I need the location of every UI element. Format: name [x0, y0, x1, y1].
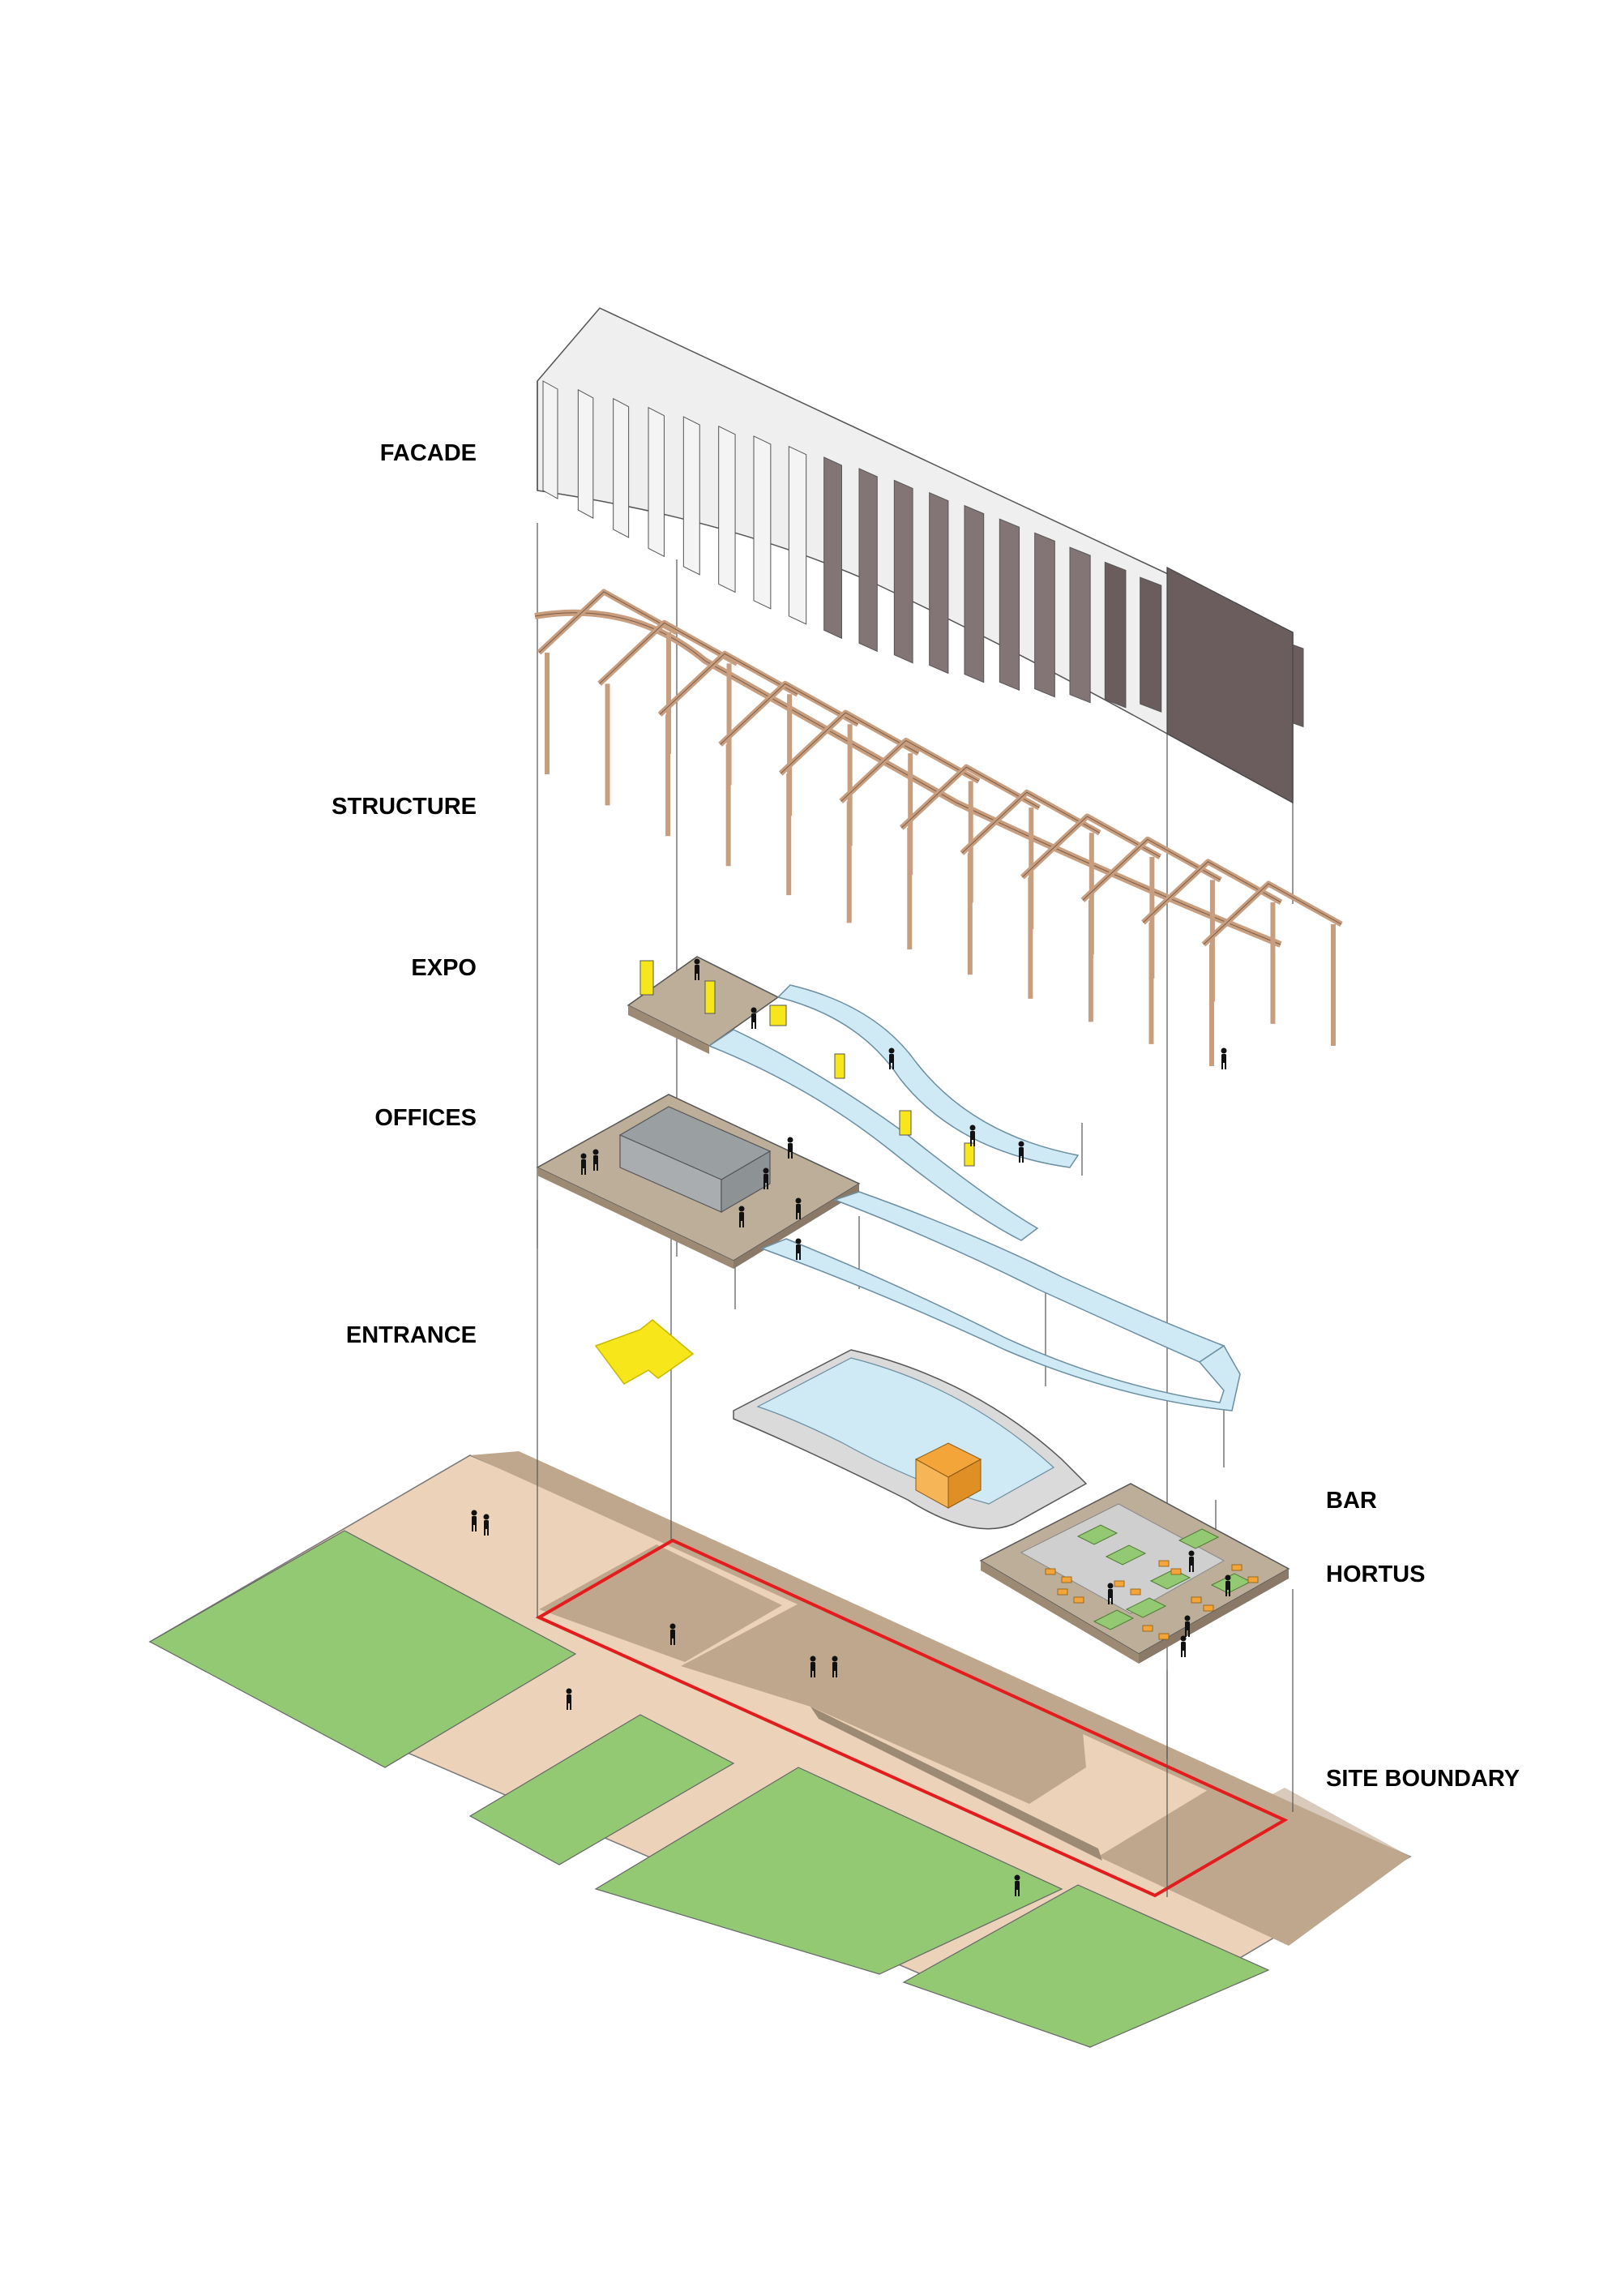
person-icon	[795, 1238, 802, 1260]
person-icon	[810, 1656, 816, 1677]
label-expo: EXPO	[411, 955, 477, 981]
exhibit-panel	[899, 1110, 912, 1136]
facade-fin	[788, 445, 807, 625]
planting-bed	[1125, 1597, 1167, 1618]
table-chair	[1114, 1580, 1125, 1587]
person-icon	[1221, 1047, 1227, 1069]
table-chair	[1073, 1596, 1084, 1604]
person-icon	[738, 1206, 745, 1227]
facade-fin	[542, 380, 558, 499]
person-icon	[580, 1153, 587, 1175]
facade-fin	[613, 397, 630, 538]
facade-fin	[718, 425, 736, 593]
expo-layer	[627, 956, 1080, 1241]
entrance-arrow-icon	[594, 1319, 695, 1385]
facade-fin	[577, 388, 594, 519]
person-icon	[669, 1623, 676, 1645]
grass-field-middle	[468, 1714, 735, 1866]
timber-frame	[1201, 880, 1343, 1066]
facade-fin	[753, 435, 772, 610]
person-icon	[1225, 1574, 1231, 1596]
bar-hortus-layer	[733, 1349, 1290, 1664]
table-chair	[1045, 1568, 1056, 1575]
person-icon	[763, 1167, 769, 1189]
label-bar: BAR	[1326, 1488, 1377, 1514]
person-icon	[751, 1007, 757, 1029]
table-chair	[1057, 1588, 1068, 1596]
table-chair	[1231, 1564, 1242, 1571]
table-chair	[1158, 1560, 1170, 1567]
projection-lines	[537, 523, 1294, 1897]
facade-fin	[893, 479, 913, 664]
facade-fin	[1104, 561, 1127, 709]
site-boundary-outline	[535, 1538, 1289, 1898]
facade-layer	[537, 307, 1304, 804]
person-icon	[787, 1137, 793, 1159]
person-icon	[1018, 1141, 1024, 1163]
site-ground	[148, 1451, 1412, 2048]
grass-field-west	[148, 1530, 577, 1768]
label-hortus: HORTUS	[1326, 1561, 1425, 1587]
table-chair	[1158, 1633, 1170, 1640]
layer-labels: FACADE STRUCTURE EXPO OFFICES ENTRANCE B…	[331, 440, 1520, 1792]
planting-bed	[1076, 1524, 1118, 1545]
person-icon	[1184, 1615, 1191, 1637]
person-icon	[694, 958, 700, 980]
facade-fin	[648, 406, 665, 558]
table-chair	[1170, 1568, 1182, 1575]
exhibit-panel	[964, 1142, 975, 1167]
grass-field-east	[902, 1884, 1270, 2048]
label-entrance: ENTRANCE	[346, 1322, 477, 1348]
exhibit-panel	[704, 980, 716, 1014]
person-icon	[969, 1124, 976, 1146]
label-offices: OFFICES	[374, 1105, 477, 1131]
structure-layer	[534, 589, 1343, 1066]
exhibit-panel	[769, 1004, 787, 1026]
timber-frame	[1141, 859, 1283, 1044]
offices-layer	[536, 1094, 1241, 1411]
person-icon	[471, 1510, 477, 1531]
person-icon	[1014, 1874, 1020, 1896]
table-chair	[1203, 1604, 1214, 1612]
person-icon	[483, 1514, 490, 1536]
person-icon	[1107, 1583, 1114, 1604]
facade-fin	[1034, 532, 1055, 698]
person-icon	[592, 1149, 599, 1171]
table-chair	[1061, 1576, 1072, 1583]
planting-bed	[1178, 1528, 1220, 1549]
facade-fin	[999, 518, 1020, 692]
facade-fin	[964, 504, 985, 683]
label-facade: FACADE	[380, 440, 477, 466]
person-icon	[1180, 1635, 1187, 1657]
person-icon	[832, 1656, 838, 1677]
people-figures	[471, 958, 1231, 1896]
person-icon	[566, 1688, 572, 1710]
label-structure: STRUCTURE	[331, 794, 477, 820]
table-chair	[1247, 1576, 1259, 1583]
planting-bed	[1105, 1544, 1147, 1566]
bar-counter	[914, 1442, 982, 1509]
facade-fin	[858, 468, 878, 653]
facade-fin	[1140, 576, 1162, 713]
facade-fin	[929, 491, 949, 675]
person-icon	[1188, 1550, 1195, 1572]
table-chair	[1130, 1588, 1141, 1596]
facade-fin	[823, 456, 842, 640]
person-icon	[795, 1197, 802, 1219]
timber-frame	[537, 589, 678, 774]
person-icon	[888, 1047, 895, 1069]
label-site-boundary: SITE BOUNDARY	[1326, 1766, 1520, 1792]
facade-fin	[1069, 546, 1091, 704]
planting-bed	[1093, 1609, 1135, 1630]
facade-fin	[682, 416, 700, 576]
exhibit-panel	[834, 1053, 845, 1079]
table-chair	[1142, 1625, 1153, 1632]
exhibit-panel	[639, 960, 654, 996]
grass-field-large	[594, 1767, 1063, 1975]
table-chair	[1191, 1596, 1202, 1604]
